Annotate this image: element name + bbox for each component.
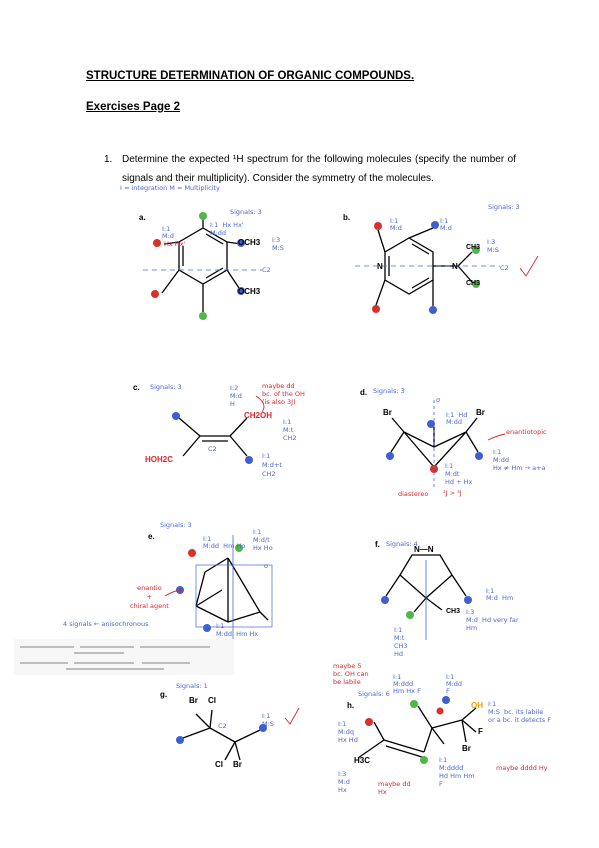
exercise-h-note-top: maybe 5 bc. OH can be labile: [333, 662, 369, 686]
exercise-c-note2: I:1 M:t CH2: [283, 418, 297, 442]
exercise-d-note3: I:1 M:dt Hd + Hx: [445, 462, 473, 486]
exercise-d-note1: I:1 Hd M:dd: [446, 411, 468, 426]
exercise-g-br2: Br: [233, 760, 242, 769]
exercise-g-c2: C2: [218, 722, 227, 730]
exercise-f-nn: N—N: [414, 545, 434, 554]
structure-a: [143, 212, 262, 320]
exercise-e-note1: I:1 M:dd Hm Ho: [203, 535, 246, 550]
exercise-d-enantio: enantiotopic: [506, 428, 547, 436]
exercise-e-sigma: σ: [264, 562, 269, 570]
structure-h: [357, 696, 477, 764]
exercise-e-enantio: enantio + chiral agent: [130, 584, 169, 610]
exercise-d-signals: Signals: 3: [373, 387, 405, 395]
exercise-d-label: d.: [360, 388, 368, 397]
exercise-h-note1: I:1 M:ddd Hm Hx F: [393, 673, 421, 695]
exercise-g-signals: Signals: 1: [176, 682, 208, 690]
exercise-d-br1: Br: [383, 408, 392, 417]
exercise-h-note4: I:1 M:dq Hx Hd: [338, 720, 358, 744]
exercise-b-signals: Signals: 3: [488, 203, 520, 211]
exercise-h-note5: I:1 M:dddd Hd Hm Hm F: [439, 756, 475, 788]
exercise-h-note-red2: maybe dddd Hy: [496, 764, 548, 772]
structure-f: [381, 554, 472, 640]
smudged-text-block: [14, 639, 234, 675]
exercise-h-label: h.: [347, 701, 355, 710]
exercise-h-signals: Signals: 6: [358, 690, 390, 698]
exercise-c-ch2oh: CH2OH: [244, 411, 273, 420]
exercise-d-note2: I:1 M:dd Hx ≠ Hm → a+a: [493, 448, 546, 472]
exercise-e-label: e.: [148, 532, 155, 541]
exercise-g-br1: Br: [189, 696, 198, 705]
exercise-f-note1: I:1 M:d Hm: [486, 587, 514, 602]
exercise-g-note1: I:1 M:S: [262, 712, 274, 728]
exercise-b-sym: C2: [500, 264, 509, 272]
exercise-b-me2: CH3: [466, 280, 481, 287]
exercise-c-signals: Signals: 3: [150, 383, 182, 391]
exercise-a-signals: Signals: 3: [230, 208, 262, 216]
structure-c: [172, 395, 265, 464]
legend-note: I = integration M = Multiplicity: [120, 184, 220, 192]
exercise-e-signals: Signals: 3: [160, 521, 192, 529]
page-subtitle: Exercises Page 2: [86, 101, 180, 113]
exercise-a-ome2: OCH3: [238, 287, 261, 296]
exercise-b-note1: I:1 M:d: [390, 217, 402, 232]
exercise-f-signals: Signals: 4: [386, 540, 418, 548]
exercise-c-note1: I:2 M:d H: [230, 384, 242, 408]
exercise-b-n1: N: [377, 262, 383, 271]
structure-d: [386, 400, 506, 490]
exercise-c-note3: I:1 M:d+t CH2: [262, 452, 282, 478]
question-text: Determine the expected ¹H spectrum for t…: [122, 154, 516, 184]
exercise-a-sym: C2: [262, 266, 271, 274]
exercise-b-label: b.: [343, 213, 351, 222]
exercise-a-hx: Hx Hx': [164, 240, 186, 248]
exercise-e-note3: I:1 M:dd Hm Hx: [216, 622, 259, 638]
exercise-b-note3: I:3 M:S: [487, 238, 499, 254]
exercise-f-ch3: CH3: [446, 608, 461, 615]
question-1: 1. Determine the expected ¹H spectrum fo…: [104, 150, 516, 188]
exercise-b-note2: I:1 M:d: [440, 217, 452, 232]
exercise-a-note1: I:1 M:d: [162, 225, 174, 240]
exercise-b-n2: N: [452, 262, 458, 271]
exercise-g-cl2: Cl: [215, 760, 223, 769]
structure-g: [176, 707, 300, 761]
exercise-d-diastereo: diastereo: [398, 490, 429, 498]
exercise-g-label: g.: [160, 690, 168, 699]
exercise-d-note-j: ²J > ³J: [443, 489, 462, 497]
exercise-e-note2: I:1 M:d/t Hx Ho: [253, 528, 273, 552]
exercise-b-me1: CH3: [466, 244, 481, 251]
exercise-a-note3: I:3 M:S: [272, 236, 284, 252]
exercise-a-note2: I:1 Hx Hx' M:dd: [210, 221, 244, 237]
exercise-h-note3: I:1 M:S bc. its labile or a bc. it detec…: [488, 700, 552, 724]
question-number: 1.: [104, 154, 113, 165]
exercise-a-ome1: OCH3: [238, 238, 261, 247]
structure-b: [355, 221, 539, 314]
structure-e: [164, 535, 273, 640]
exercise-h-h3c: H3C: [354, 756, 371, 765]
exercise-h-oh: OH: [471, 701, 483, 710]
exercise-e-aniso: 4 signals ← anisochronous: [63, 620, 149, 628]
exercise-h-note2: I:1 M:dd F: [446, 673, 463, 695]
exercise-f-note3: I:1 M:t CH3 Hd: [394, 626, 408, 658]
exercise-h-f: F: [478, 727, 483, 736]
exercise-f-label: f.: [375, 540, 380, 549]
exercise-c-note-red: maybe dd bc. of the OH (is also 3J): [262, 382, 305, 406]
exercise-d-sigma: σ: [436, 396, 441, 404]
exercise-g-cl1: Cl: [208, 696, 216, 705]
page-title: STRUCTURE DETERMINATION OF ORGANIC COMPO…: [86, 70, 415, 82]
exercise-f-note2: I:3 M:d Hd very far Hm: [466, 608, 519, 632]
exercise-h-br: Br: [462, 744, 471, 753]
exercise-c-hoh2c: HOH2C: [145, 455, 174, 464]
exercise-c-label: c.: [133, 383, 140, 392]
exercise-d-br2: Br: [476, 408, 485, 417]
exercise-h-note-red: maybe dd Hx: [378, 780, 411, 796]
exercise-h-note6: I:3 M:d Hx: [338, 770, 350, 794]
exercise-c-c2: C2: [208, 445, 217, 453]
exercise-a-label: a.: [139, 213, 146, 222]
